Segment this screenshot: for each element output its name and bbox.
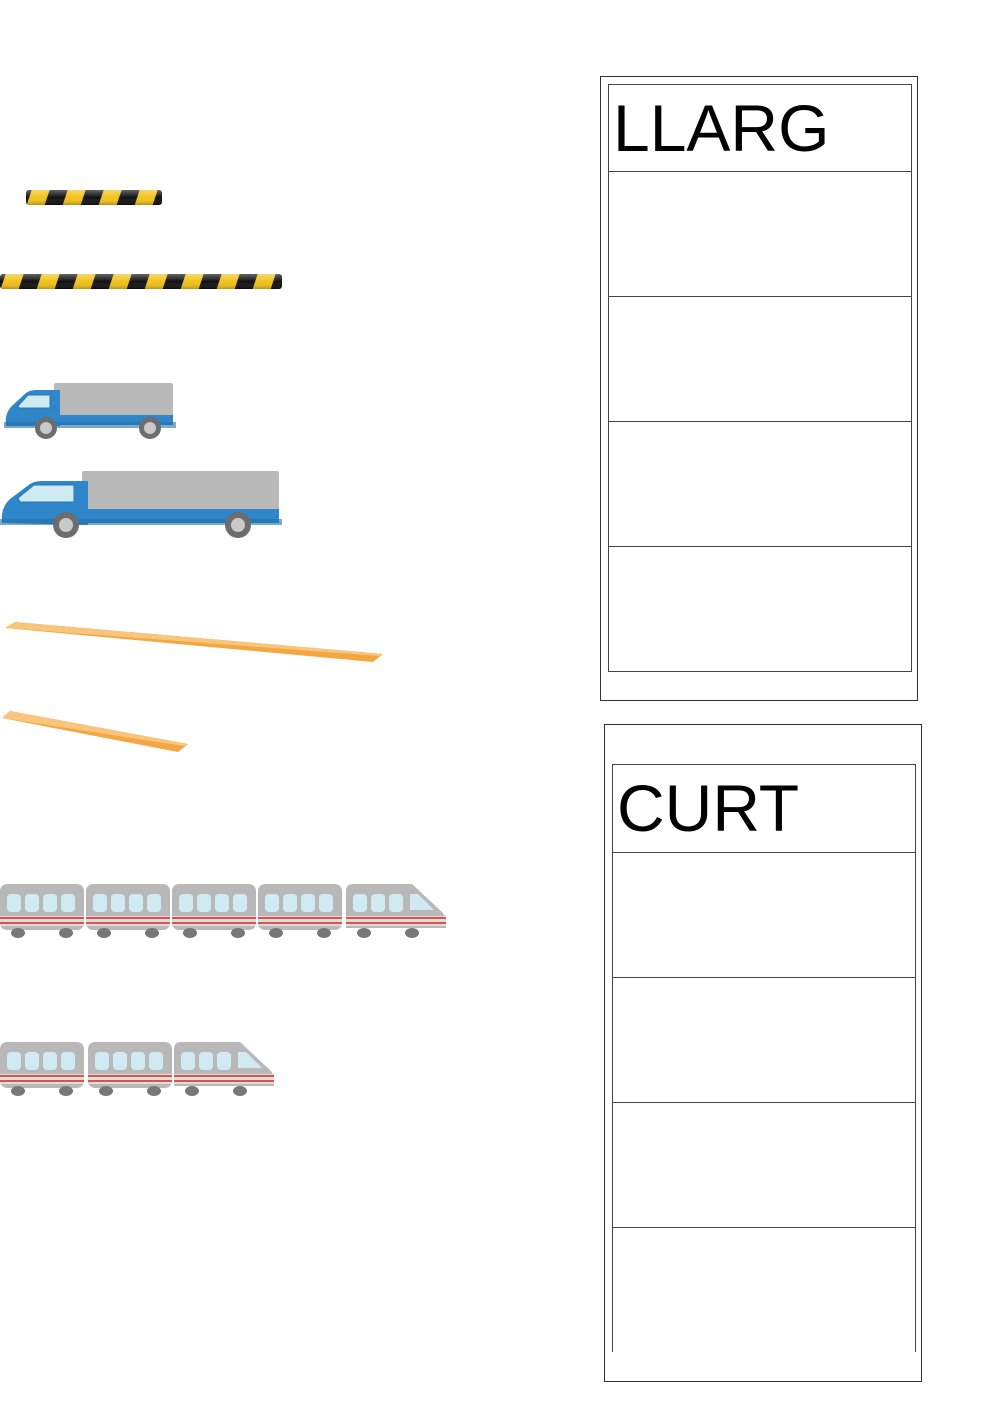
long-drop-slot[interactable] (609, 422, 911, 547)
long-drop-slot[interactable] (609, 547, 911, 671)
long-truck[interactable] (0, 469, 282, 539)
long-drop-slot[interactable] (609, 172, 911, 297)
long-striped-barrier[interactable] (0, 273, 284, 291)
long-drop-slot[interactable] (609, 297, 911, 422)
short-sorting-table: CURT (612, 764, 916, 1352)
long-category-label: LLARG (609, 85, 911, 172)
truck-long-icon (0, 471, 282, 538)
short-drop-slot[interactable] (613, 1103, 915, 1228)
short-drop-slot[interactable] (613, 1228, 915, 1352)
short-train[interactable] (0, 1040, 276, 1098)
short-category-label: CURT (613, 765, 915, 853)
striped-barrier-long-icon (0, 274, 282, 289)
striped-barrier-short-icon (26, 190, 162, 205)
train-five-cars-icon (0, 884, 446, 938)
long-sorting-box: LLARG (600, 76, 918, 701)
truck-short-icon (4, 383, 176, 439)
short-drop-slot[interactable] (613, 978, 915, 1103)
long-ruler[interactable] (3, 618, 385, 664)
short-drop-slot[interactable] (613, 853, 915, 978)
long-sorting-table: LLARG (608, 84, 912, 672)
short-truck[interactable] (4, 382, 176, 440)
short-ruler[interactable] (0, 708, 190, 754)
short-sorting-box: CURT (604, 724, 922, 1382)
short-striped-barrier[interactable] (26, 189, 164, 207)
ruler-long-icon (5, 622, 383, 662)
long-train[interactable] (0, 882, 450, 940)
train-three-cars-icon (0, 1042, 274, 1096)
ruler-short-icon (2, 711, 188, 752)
